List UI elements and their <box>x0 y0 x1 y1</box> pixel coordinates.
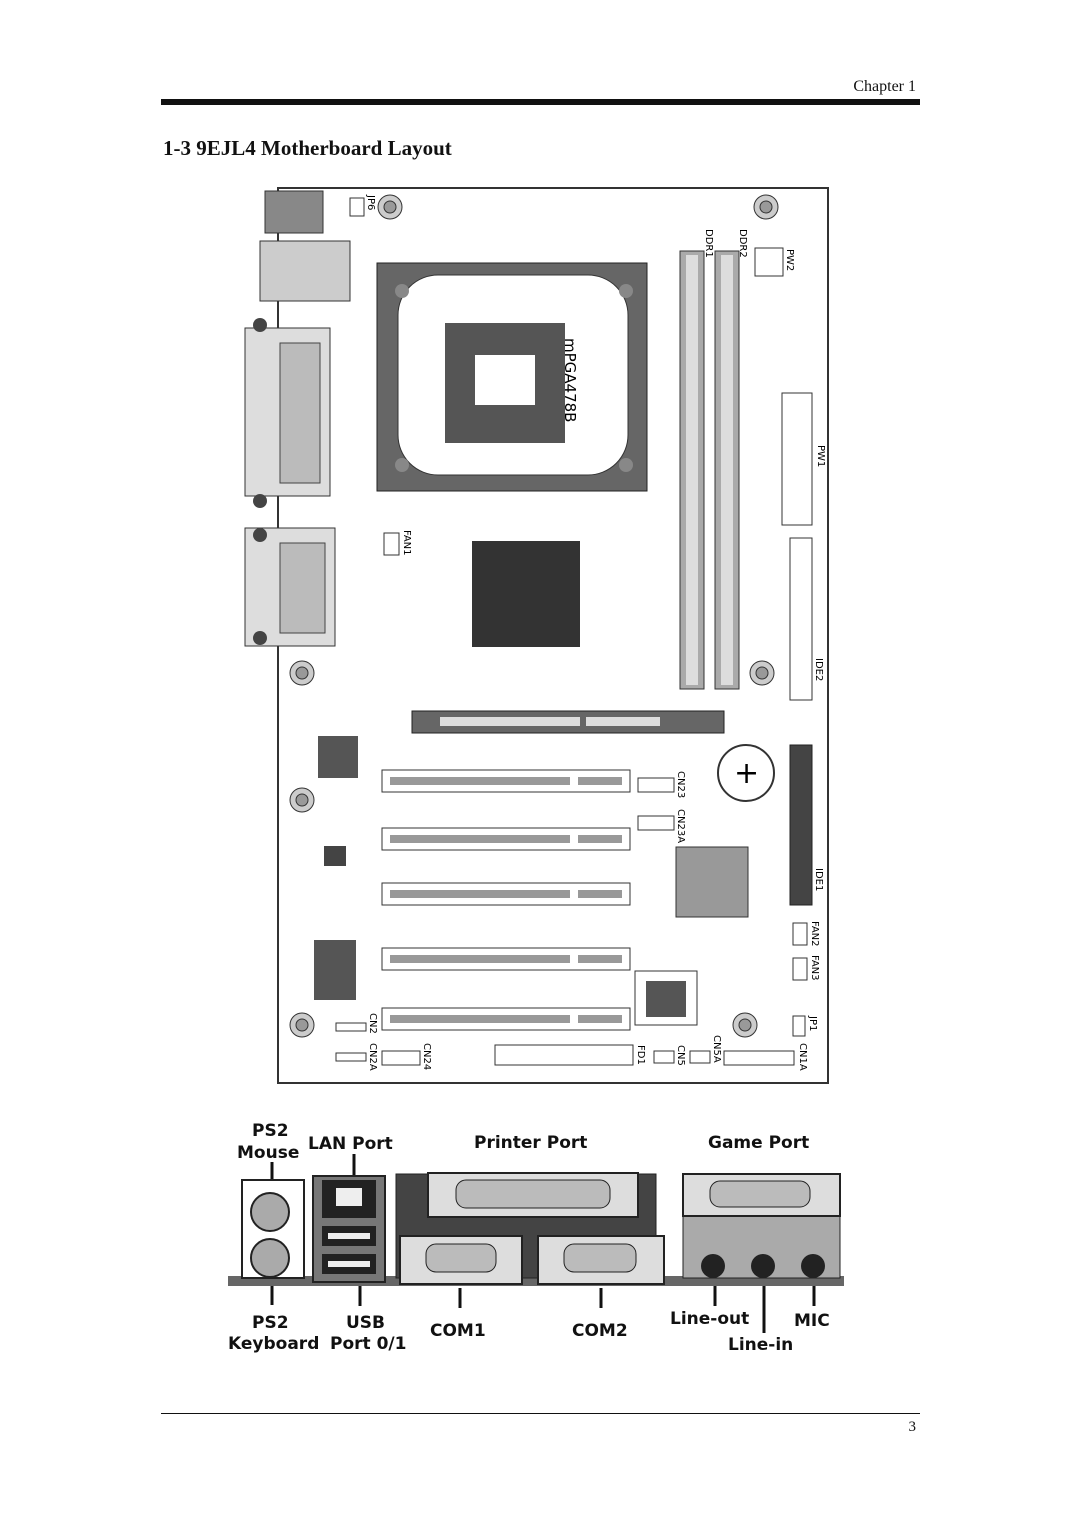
pci-slots <box>381 769 631 1031</box>
header-rule <box>161 99 920 105</box>
jp6-jumper <box>349 197 365 217</box>
cn5-header <box>653 1050 675 1064</box>
ps2-keyboard-label-1: PS2 <box>252 1313 289 1333</box>
cn1a-label: CN1A <box>797 1043 808 1071</box>
cn1a-header <box>723 1050 795 1066</box>
cn5-label: CN5 <box>675 1045 686 1066</box>
cn5a-header <box>689 1050 711 1064</box>
ps2-mouse-label-1: PS2 <box>252 1121 289 1141</box>
jp1-jumper <box>792 1015 806 1037</box>
line-in-jack <box>751 1254 775 1278</box>
ps2-keyboard-label-2: Keyboard <box>228 1334 319 1354</box>
fan2-label: FAN2 <box>809 921 820 947</box>
small-chip <box>324 846 346 866</box>
fan2-header <box>792 922 808 946</box>
northbridge-chip <box>472 541 580 647</box>
com2-label: COM2 <box>572 1321 628 1341</box>
rear-panel-diagram: PS2 Mouse LAN Port Printer Port Game Por… <box>228 1121 844 1355</box>
cmos-battery <box>717 744 775 802</box>
mic-jack <box>801 1254 825 1278</box>
pw1-connector <box>781 392 813 526</box>
svg-text:+: + <box>734 756 759 791</box>
southbridge-chip <box>675 846 749 918</box>
ps2-mouse-port <box>250 1192 290 1232</box>
jp1-label: JP1 <box>807 1015 818 1031</box>
jp6-label: JP6 <box>365 194 376 210</box>
chip <box>318 736 358 778</box>
cn2-header <box>335 1022 367 1032</box>
ddr1-label: DDR1 <box>703 229 714 258</box>
ide2-label: IDE2 <box>813 658 824 681</box>
line-in-label: Line-in <box>728 1335 793 1355</box>
audio-chip <box>314 940 356 1000</box>
ide2-connector <box>789 537 813 701</box>
section-title: 1-3 9EJL4 Motherboard Layout <box>163 136 452 160</box>
cn24-label: CN24 <box>421 1043 432 1070</box>
cn23-label: CN23 <box>675 771 686 798</box>
ps2-connector-block <box>264 190 324 234</box>
cn2-label: CN2 <box>367 1013 378 1034</box>
cn24-header <box>381 1050 421 1066</box>
ide1-label: IDE1 <box>813 868 824 891</box>
line-out-label: Line-out <box>670 1309 749 1329</box>
ddr2-label: DDR2 <box>737 229 748 258</box>
cn2a-header <box>335 1052 367 1062</box>
fd1-connector <box>494 1044 634 1066</box>
mic-label: MIC <box>794 1311 830 1331</box>
printer-port-label: Printer Port <box>474 1133 587 1153</box>
usb-label-2: Port 0/1 <box>330 1334 406 1354</box>
line-out-jack <box>701 1254 725 1278</box>
lan-port-label: LAN Port <box>308 1134 393 1154</box>
pw1-label: PW1 <box>815 445 826 467</box>
ide1-connector <box>789 744 813 906</box>
usb-label-1: USB <box>346 1313 385 1333</box>
chapter-header: Chapter 1 <box>853 78 916 95</box>
fan1-label: FAN1 <box>401 530 412 556</box>
pw2-connector <box>754 247 784 277</box>
footer-rule <box>161 1413 920 1414</box>
cn2a-label: CN2A <box>367 1043 378 1071</box>
cn23-header <box>637 777 675 793</box>
pw2-label: PW2 <box>784 249 795 271</box>
cn23a-label: CN23A <box>675 809 686 843</box>
socket-label: mPGA478B <box>561 338 579 422</box>
lan-usb-connector-block <box>259 240 351 302</box>
fd1-label: FD1 <box>635 1045 646 1065</box>
fan3-label: FAN3 <box>809 955 820 981</box>
mounting-holes <box>289 194 779 1038</box>
ps2-mouse-label-2: Mouse <box>237 1143 299 1163</box>
ps2-keyboard-port <box>250 1238 290 1278</box>
cn23a-header <box>637 815 675 831</box>
com1-label: COM1 <box>430 1321 486 1341</box>
cn5a-label: CN5A <box>711 1035 722 1063</box>
fan1-header <box>383 532 400 556</box>
game-port-label: Game Port <box>708 1133 809 1153</box>
page-number: 3 <box>908 1419 917 1435</box>
motherboard-layout-diagram: JP6 mPGA478B DDR1 DDR2 PW2 PW1 FAN1 IDE2… <box>244 187 829 1084</box>
fan3-header <box>792 957 808 981</box>
